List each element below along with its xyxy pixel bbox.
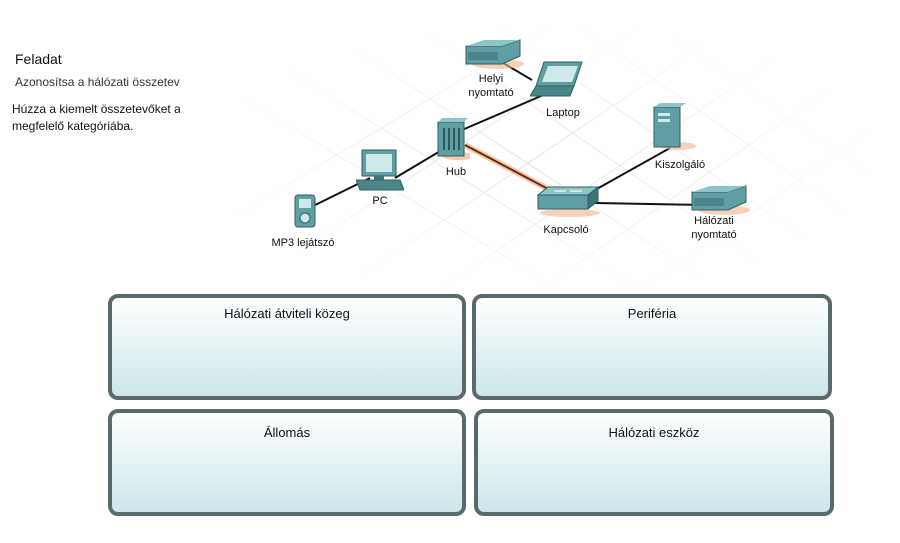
server-icon <box>653 103 696 150</box>
server-label: Kiszolgáló <box>654 159 706 171</box>
printer-icon <box>465 39 524 69</box>
network-printer-device[interactable] <box>688 184 750 221</box>
task-instruction: Húzza a kiemelt összetevőket a megfelelő… <box>12 102 181 133</box>
laptop-icon <box>529 61 583 97</box>
category-network-device-label: Hálózati eszköz <box>608 425 700 440</box>
mp3-player-device[interactable] <box>292 194 318 235</box>
switch-device[interactable] <box>536 183 600 222</box>
mp3-player-icon <box>294 194 316 228</box>
local-printer-device[interactable] <box>462 38 524 75</box>
task-subtitle: Azonosítsa a hálózati összetevőket. <box>15 75 206 89</box>
category-host[interactable]: Állomás <box>108 409 466 516</box>
category-network-media-label: Hálózati átviteli közeg <box>224 306 350 321</box>
server-device[interactable] <box>652 103 696 156</box>
network-printer-label: Hálózati nyomtató <box>691 215 737 241</box>
category-peripheral-label: Periféria <box>627 306 677 321</box>
switch-icon <box>536 185 600 217</box>
switch-label: Kapcsoló <box>543 224 589 236</box>
pc-device[interactable] <box>355 148 405 197</box>
category-host-label: Állomás <box>263 425 311 440</box>
hub-label: Hub <box>445 166 467 178</box>
pc-label: PC <box>372 195 388 207</box>
laptop-device[interactable] <box>529 60 584 107</box>
pc-icon <box>355 149 405 191</box>
local-printer-label: Helyi nyomtató <box>468 73 514 99</box>
category-network-media[interactable]: Hálózati átviteli közeg <box>108 294 466 400</box>
network-diagram: Helyi nyomtató Laptop Hub <box>180 0 900 290</box>
printer-icon <box>691 185 750 215</box>
hub-switch-cable[interactable] <box>464 144 551 191</box>
laptop-label: Laptop <box>546 107 580 119</box>
hub-icon <box>437 118 474 160</box>
category-peripheral[interactable]: Periféria <box>472 294 832 400</box>
mp3-player-label: MP3 lejátszó <box>271 237 335 249</box>
task-title: Feladat <box>15 51 62 67</box>
hub-device[interactable] <box>436 118 474 165</box>
category-network-device[interactable]: Hálózati eszköz <box>474 409 834 516</box>
